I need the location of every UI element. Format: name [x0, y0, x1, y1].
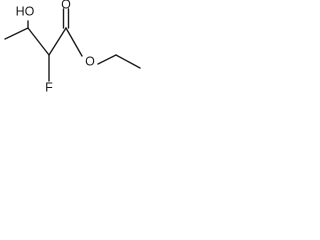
- molecule-structure: HO O O F: [4, 0, 141, 94]
- bond-ester-oxygen-ch2: [97, 54, 117, 65]
- bond-c2-carbonyl-carbon: [48, 27, 67, 56]
- bond-c3-c2: [27, 27, 50, 56]
- bond-ethyl: [115, 54, 141, 69]
- hydroxyl-label: HO: [16, 4, 35, 18]
- carbonyl-oxygen-label: O: [61, 0, 71, 11]
- fluorine-label: F: [45, 80, 53, 94]
- ester-oxygen-label: O: [85, 54, 95, 68]
- bond-methyl-c3: [4, 27, 29, 40]
- bond-carbonyl-ester-oxygen: [65, 27, 83, 57]
